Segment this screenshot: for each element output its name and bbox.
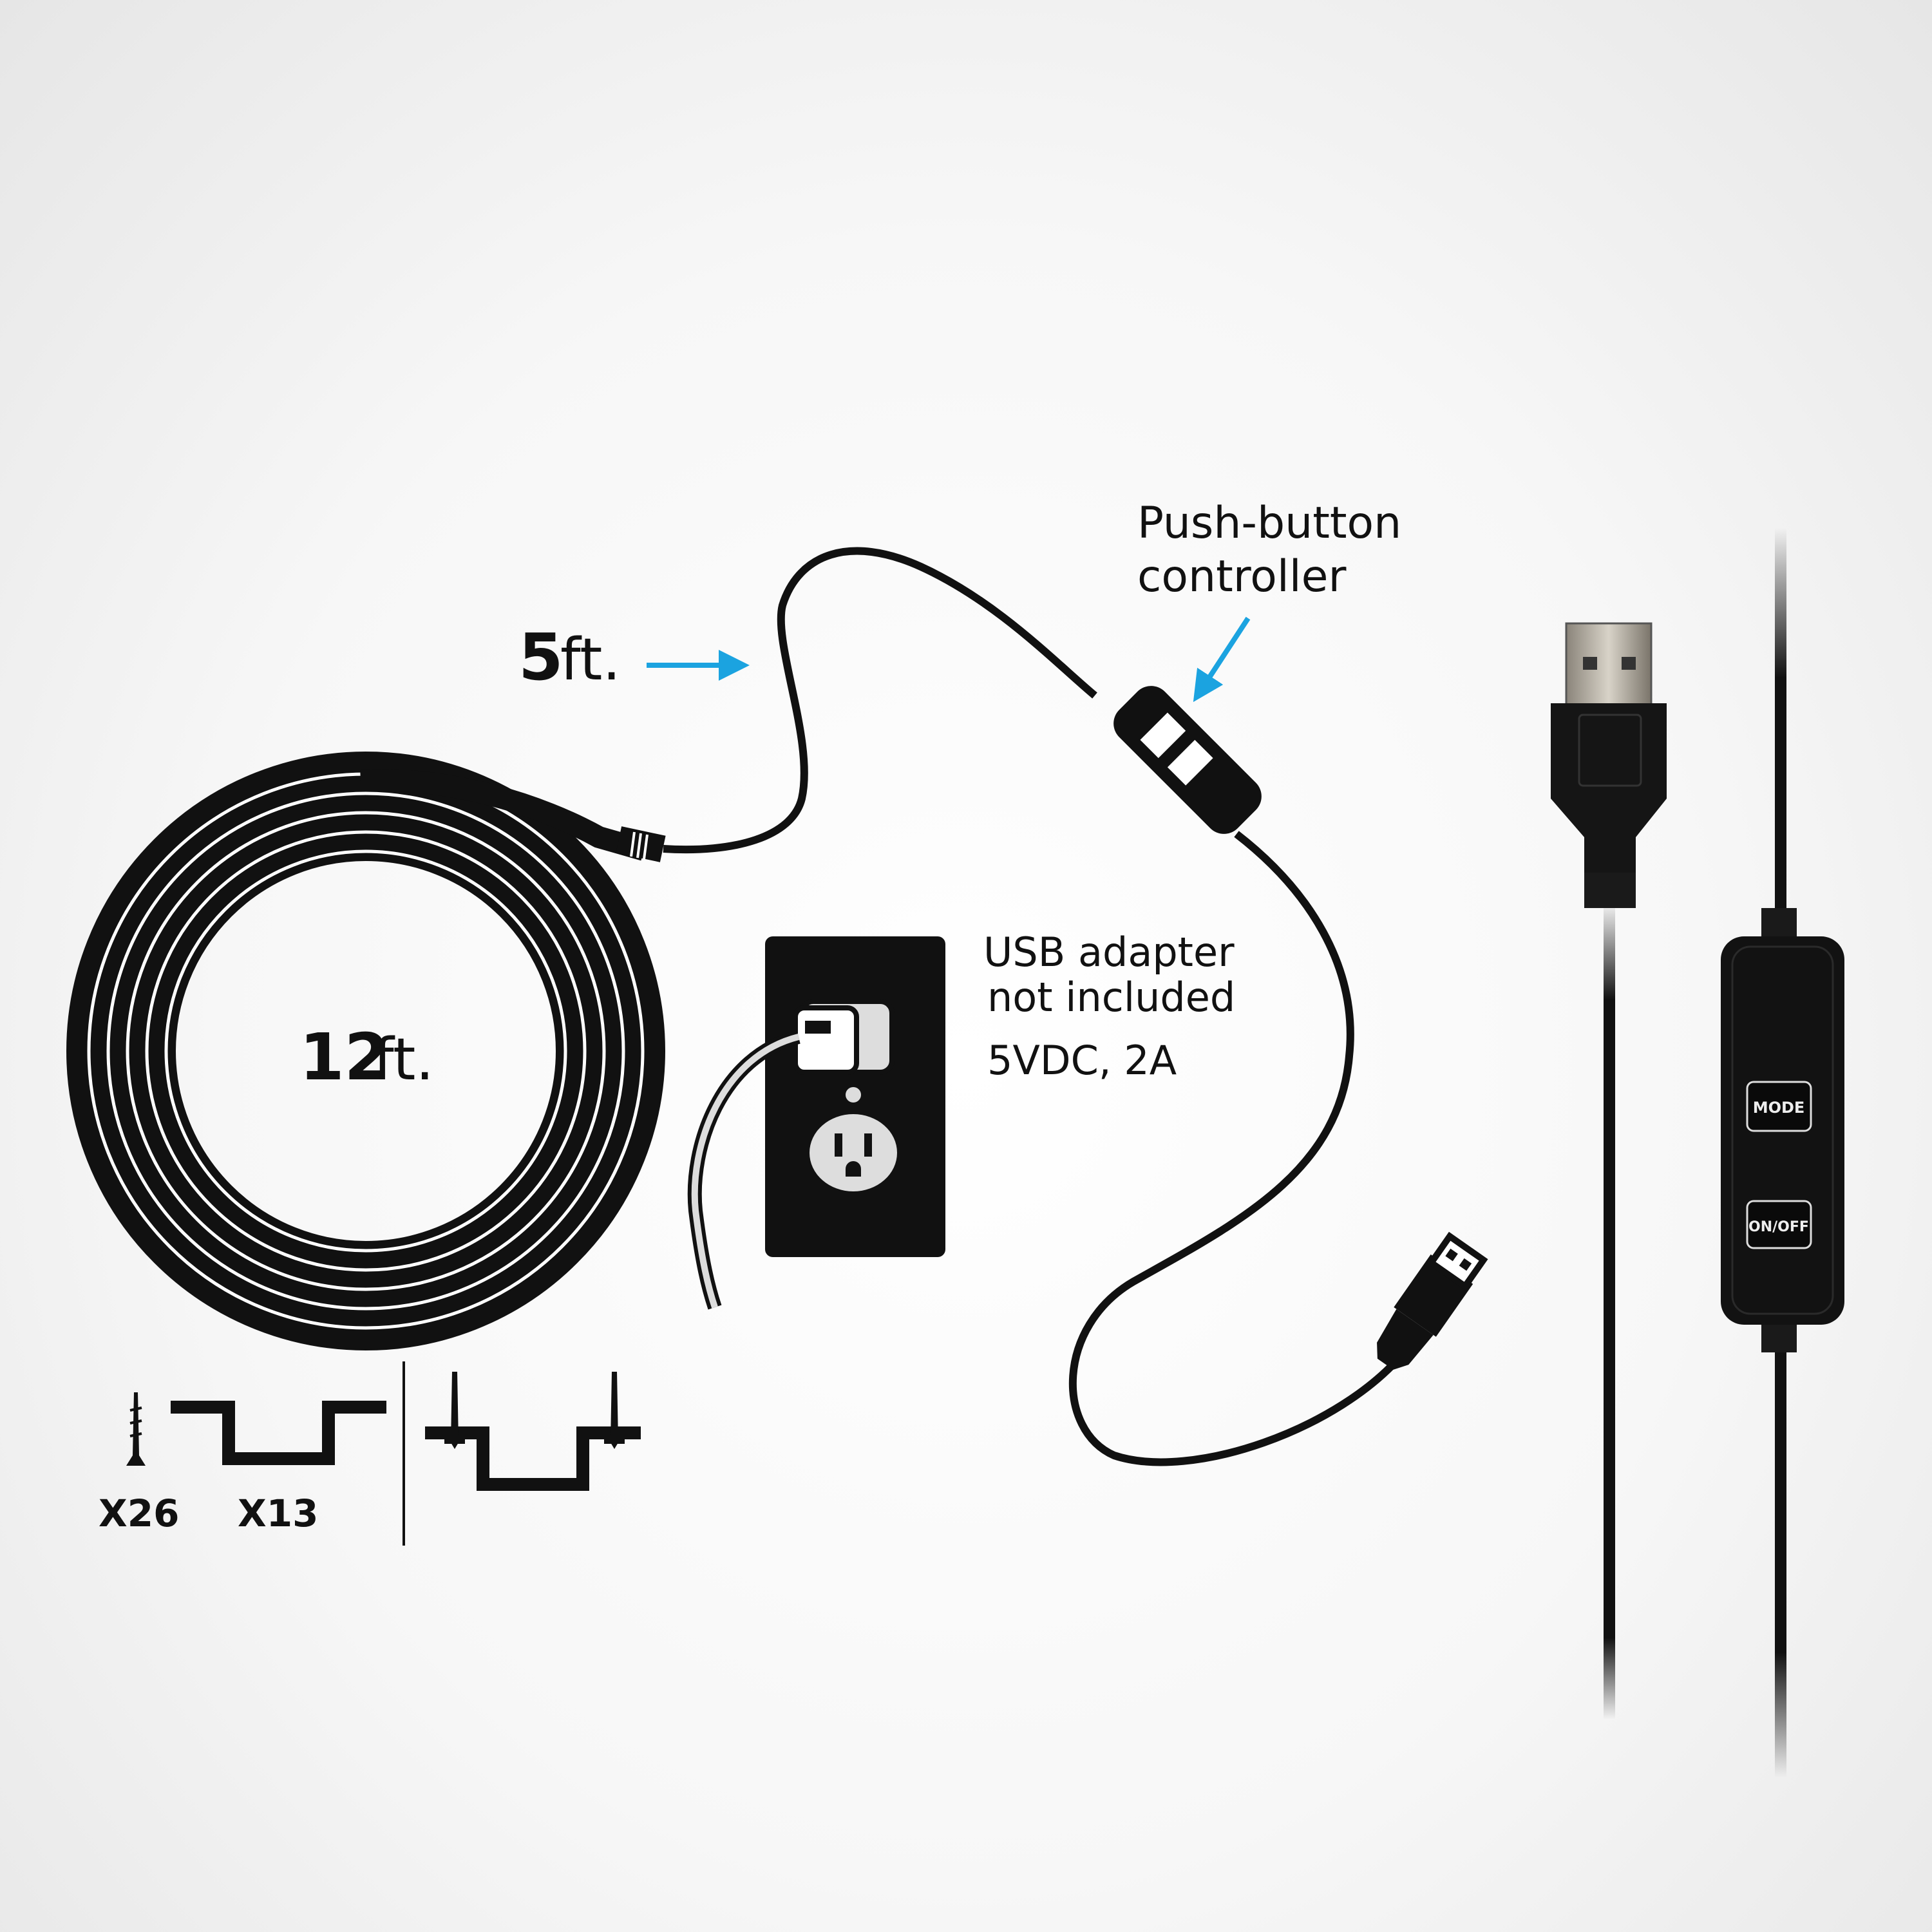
usb-plug-icon	[1377, 1231, 1488, 1370]
wall-outlet-icon	[687, 936, 945, 1310]
mode-button[interactable]: MODE	[1746, 1081, 1812, 1132]
strip-length-number: 12	[299, 1019, 389, 1095]
cable-length-number: 5	[518, 620, 564, 695]
cable-photo	[1604, 902, 1615, 1719]
cable-icon	[663, 547, 1097, 854]
brackets-count: X13	[238, 1492, 318, 1535]
strip-length-unit: ft.	[374, 1026, 434, 1094]
controller-label: controller	[1137, 551, 1346, 602]
power-button[interactable]: ON/OFF	[1746, 1200, 1812, 1249]
inline-controller-icon	[1113, 686, 1262, 834]
cable-length-unit: ft.	[560, 626, 621, 694]
mode-button-label: MODE	[1753, 1099, 1805, 1117]
screws-count: X26	[99, 1492, 179, 1535]
adapter-note: not included	[987, 974, 1235, 1021]
usb-plug-photo	[1551, 622, 1667, 908]
bracket-install-icon	[425, 1372, 641, 1491]
controller-label: Push-button	[1137, 498, 1401, 549]
cable-icon	[1068, 831, 1407, 1466]
arrow-icon	[1193, 616, 1251, 703]
led-strip-coil-icon	[66, 752, 666, 1350]
power-spec: 5VDC, 2A	[987, 1037, 1177, 1084]
screw-icon	[126, 1392, 146, 1466]
power-button-label: ON/OFF	[1748, 1219, 1809, 1235]
adapter-note: USB adapter	[983, 929, 1235, 976]
mounting-bracket-icon	[171, 1401, 386, 1465]
